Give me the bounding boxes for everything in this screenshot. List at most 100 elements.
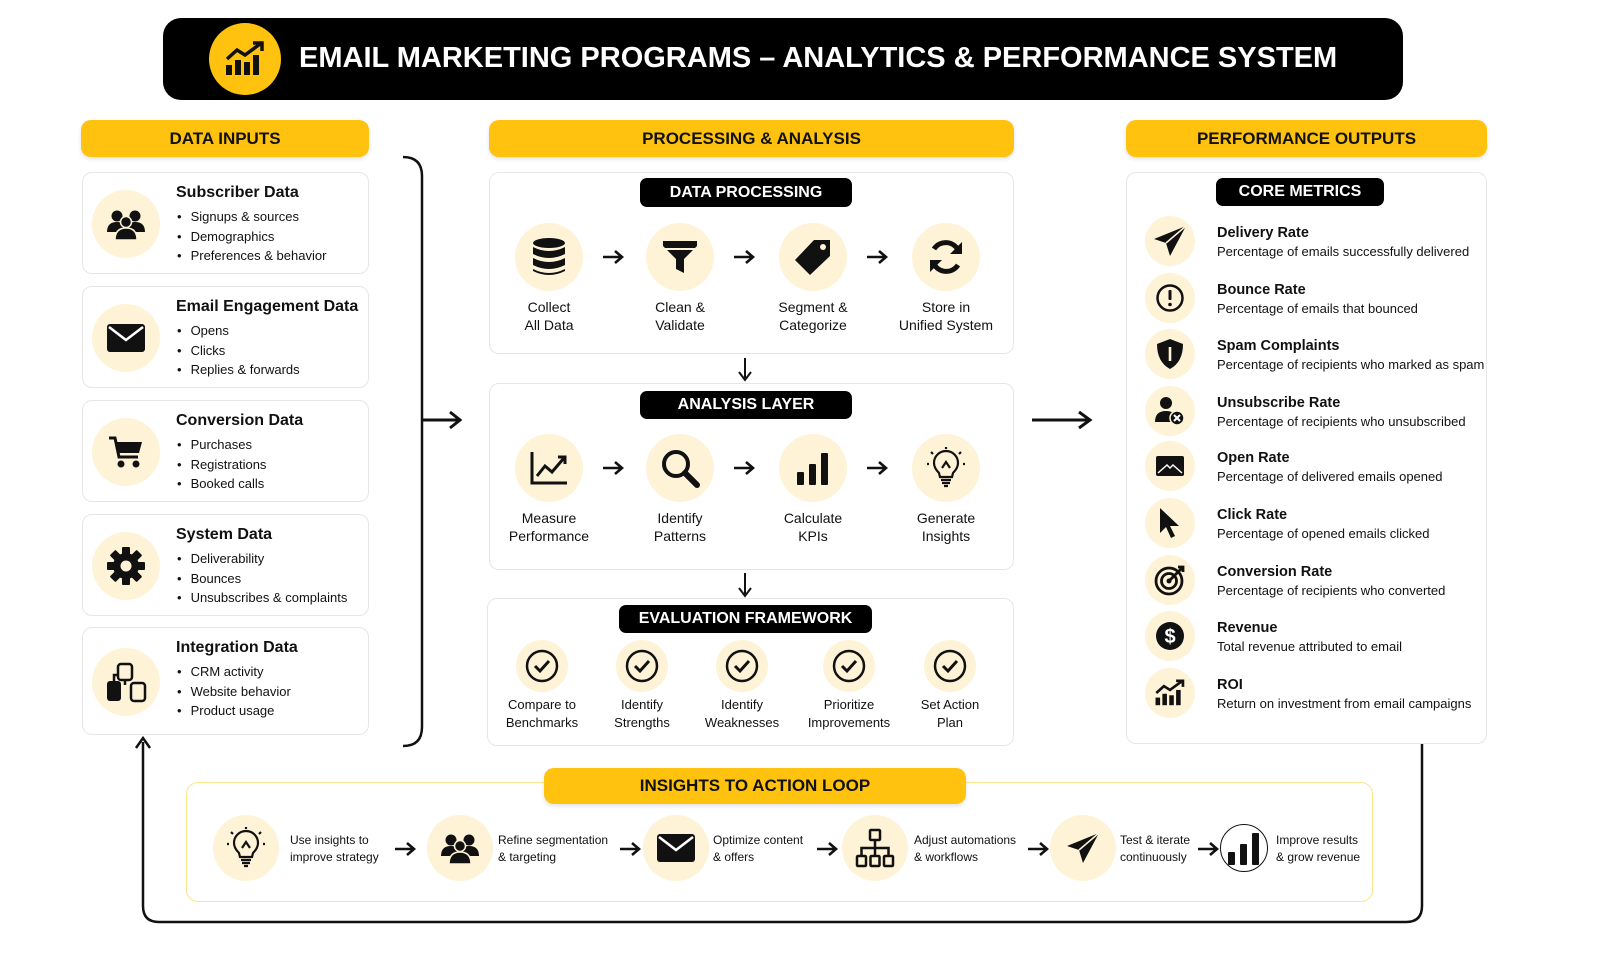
input-card: Conversion Data PurchasesRegistrationsBo… bbox=[82, 400, 369, 502]
metric-description: Percentage of opened emails clicked bbox=[1217, 526, 1430, 541]
input-bullet: Demographics bbox=[178, 227, 326, 247]
step-line-2: Strengths bbox=[614, 715, 670, 730]
metric-description: Percentage of recipients who unsubscribe… bbox=[1217, 414, 1466, 429]
step-line-1: Prioritize bbox=[823, 697, 875, 712]
integration-icon bbox=[92, 648, 160, 716]
step-line-1: Refine segmentation bbox=[498, 833, 609, 847]
input-bullet: Unsubscribes & complaints bbox=[178, 588, 348, 608]
inputs-to-processing-arrow bbox=[422, 410, 463, 430]
input-bullet: Product usage bbox=[178, 701, 291, 721]
metric-description: Total revenue attributed to email bbox=[1217, 639, 1402, 654]
envelope-icon bbox=[92, 304, 160, 372]
process-step-label: Clean & Validate bbox=[615, 298, 745, 334]
target-icon bbox=[1145, 555, 1195, 605]
loop-arrow-icon bbox=[1197, 841, 1219, 862]
input-bullet: Registrations bbox=[178, 455, 267, 475]
loop-step-label: Improve results& grow revenue bbox=[1276, 832, 1360, 865]
check-circle-icon bbox=[616, 640, 668, 692]
step-line-1: Set Action bbox=[920, 697, 980, 712]
step-arrow-icon bbox=[866, 460, 888, 481]
users-icon bbox=[427, 815, 493, 881]
loop-step-label: Optimize content & offers bbox=[713, 832, 803, 865]
cursor-icon bbox=[1145, 498, 1195, 548]
shield-icon bbox=[1145, 329, 1195, 379]
step-line-2: Performance bbox=[508, 528, 590, 544]
input-bullet-list: DeliverabilityBouncesUnsubscribes & comp… bbox=[178, 549, 348, 608]
input-bullet-list: OpensClicksReplies & forwards bbox=[178, 321, 300, 380]
input-card-title: System Data bbox=[176, 526, 273, 543]
check-circle-icon bbox=[716, 640, 768, 692]
processing-heading: PROCESSING & ANALYSIS bbox=[489, 120, 1014, 157]
sync-icon bbox=[912, 223, 980, 291]
metric-title: Bounce Rate bbox=[1217, 282, 1306, 298]
cart-icon bbox=[92, 418, 160, 486]
title-banner: EMAIL MARKETING PROGRAMS – ANALYTICS & P… bbox=[163, 18, 1403, 100]
lightbulb-icon bbox=[912, 434, 980, 502]
gear-icon bbox=[92, 532, 160, 600]
step-line-2: & targeting bbox=[498, 849, 557, 864]
open-mail-icon bbox=[1145, 441, 1195, 491]
step-line-1: Improve results bbox=[1276, 833, 1359, 847]
input-bullet: Clicks bbox=[178, 341, 300, 361]
inputs-bracket bbox=[402, 155, 424, 748]
paper-plane-icon bbox=[1145, 216, 1195, 266]
step-arrow-icon bbox=[733, 249, 755, 270]
bar-chart-icon bbox=[1220, 824, 1268, 872]
input-bullet-list: PurchasesRegistrationsBooked calls bbox=[178, 435, 267, 494]
step-line-1: Clean & bbox=[655, 299, 705, 315]
evaluation-framework-label: EVALUATION FRAMEWORK bbox=[619, 605, 872, 633]
chart-growth-icon bbox=[209, 23, 281, 95]
step-line-2: & workflows bbox=[914, 849, 979, 864]
input-bullet: CRM activity bbox=[178, 662, 291, 682]
processing-to-outputs-arrow bbox=[1032, 410, 1093, 430]
step-line-2: Plan bbox=[936, 715, 964, 730]
step-line-2: improve strategy bbox=[290, 849, 379, 864]
step-line-1: Generate bbox=[916, 510, 976, 526]
step-arrow-icon bbox=[733, 460, 755, 481]
step-line-1: Measure bbox=[521, 510, 577, 526]
workflow-icon bbox=[842, 815, 908, 881]
input-card-title: Email Engagement Data bbox=[176, 298, 359, 315]
metric-description: Percentage of emails that bounced bbox=[1217, 301, 1418, 316]
step-line-1: Identify bbox=[657, 510, 703, 526]
input-bullet: Signups & sources bbox=[178, 207, 326, 227]
data-inputs-heading: DATA INPUTS bbox=[81, 120, 369, 157]
step-line-2: Weaknesses bbox=[704, 715, 780, 730]
step-line-2: Validate bbox=[655, 317, 705, 333]
input-bullet: Bounces bbox=[178, 569, 347, 589]
loop-arrow-icon bbox=[1027, 841, 1049, 862]
step-arrow-icon bbox=[602, 249, 624, 270]
input-bullet: Purchases bbox=[178, 435, 266, 455]
step-line-2: KPIs bbox=[798, 528, 828, 544]
step-arrow-icon bbox=[602, 460, 624, 481]
dollar-icon: $ bbox=[1145, 611, 1195, 661]
metric-description: Percentage of emails successfully delive… bbox=[1217, 244, 1470, 259]
step-line-1: Identify bbox=[621, 697, 663, 712]
input-card-title: Conversion Data bbox=[176, 412, 304, 429]
tag-icon bbox=[779, 223, 847, 291]
core-metrics-panel: CORE METRICS Delivery Rate Percentage of… bbox=[1126, 172, 1487, 744]
metric-title: Conversion Rate bbox=[1217, 564, 1333, 580]
alert-circle-icon bbox=[1145, 273, 1195, 323]
step-line-1: Optimize content bbox=[713, 833, 804, 847]
input-card: Subscriber Data Signups & sourcesDemogra… bbox=[82, 172, 369, 274]
metric-title: Revenue bbox=[1217, 620, 1278, 636]
input-card-title: Subscriber Data bbox=[176, 184, 299, 201]
metric-title: ROI bbox=[1217, 677, 1243, 693]
check-circle-icon bbox=[823, 640, 875, 692]
input-bullet: Deliverability bbox=[178, 549, 347, 569]
input-bullet: Preferences & behavior bbox=[178, 246, 327, 266]
metric-title: Spam Complaints bbox=[1217, 338, 1340, 354]
step-line-1: Store in bbox=[921, 299, 971, 315]
step-line-2: & offers bbox=[713, 849, 755, 864]
step-line-1: Compare to bbox=[508, 697, 576, 712]
